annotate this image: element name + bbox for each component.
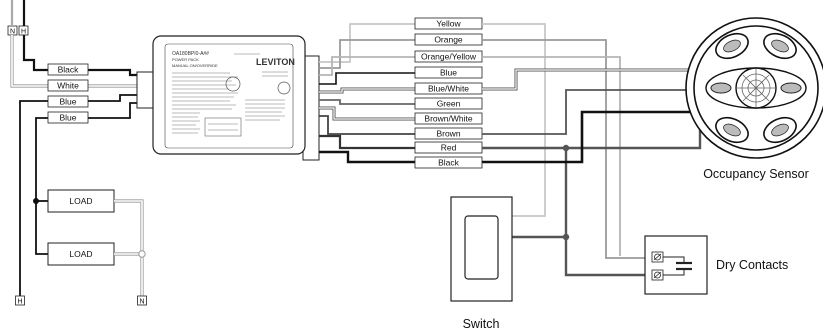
sensor-ovals: [715, 32, 797, 144]
right-wire-labels: Yellow Orange Orange/Yellow Blue Blue/Wh…: [414, 17, 483, 169]
wire-blue-white-to-sensor-outline: [482, 68, 700, 91]
device-wiring: [482, 23, 702, 277]
wire-label-orange: Orange: [434, 35, 463, 45]
wire-label-green: Green: [437, 99, 461, 109]
power-pack-text-line1: OA180BPI0-A##: [172, 51, 209, 57]
junction-dot-switch: [562, 233, 570, 241]
power-pack-left-collar: [136, 71, 156, 109]
terminal-box-hot-bottom: [15, 295, 25, 306]
power-pack-wiring-inset: [204, 117, 242, 137]
wire-label-box-green: [414, 97, 483, 110]
wire-blue-white: [319, 88, 415, 93]
dry-contacts-box: [644, 235, 708, 295]
power-pack-fine-print: [172, 53, 288, 134]
power-pack-text-line2: POWER PACK: [172, 57, 199, 62]
wire-load-neutral-2: [114, 253, 143, 296]
load-label-2: LOAD: [69, 249, 92, 259]
wire-gray-to-sensor: [482, 89, 700, 135]
wire-label-box-blue-1: [47, 95, 89, 108]
wire-blue-left-2: [35, 102, 153, 201]
wire-label-orange-yellow: Orange/Yellow: [421, 52, 477, 62]
certification-mark-1: [225, 76, 241, 92]
wire-label-white: White: [57, 81, 79, 91]
occupancy-sensor: Occupancy Sensor: [685, 17, 823, 181]
wire-brown: [319, 115, 415, 135]
wire-label-black: Black: [58, 65, 80, 75]
wire-red-to-contact: [564, 148, 652, 277]
wire-white-left: [11, 35, 153, 87]
dry-contacts-label: Dry Contacts: [716, 258, 788, 272]
wire-load-neutral-1-outline: [114, 199, 144, 254]
wire-label-black-right: Black: [438, 158, 460, 168]
dry-contact-lead-2: [663, 270, 685, 276]
wire-red: [319, 134, 415, 150]
switch-label: Switch: [463, 317, 500, 331]
wire-green: [319, 99, 415, 105]
load-label-1: LOAD: [69, 196, 92, 206]
wire-orange: [319, 39, 415, 69]
wire-label-box-brown-white: [414, 112, 483, 125]
wire-label-red: Red: [441, 143, 457, 153]
wire-orange-yellow-to-contact: [482, 56, 621, 256]
wire-yellow-to-switch: [482, 23, 546, 217]
sensor-pad-left: [710, 82, 732, 94]
wire-load-neutral-1: [114, 200, 143, 254]
wire-label-brown-white: Brown/White: [424, 114, 472, 124]
wire-red-to-sensor: [482, 100, 702, 150]
supply-terminals-bottom: H N: [15, 295, 147, 306]
terminal-label-hot-bottom: H: [17, 299, 22, 306]
wire-yellow: [319, 23, 415, 63]
wire-label-blue-white: Blue/White: [428, 84, 469, 94]
wire-blue-right: [319, 72, 415, 85]
wire-load2-feed: [35, 201, 48, 255]
occupancy-sensor-label: Occupancy Sensor: [703, 167, 809, 181]
wire-label-box-black: [47, 63, 89, 76]
terminal-label-neutral-bottom: N: [139, 299, 144, 306]
wall-switch: Switch: [450, 196, 513, 331]
wire-blue-white-to-sensor: [482, 69, 700, 90]
loads: LOAD LOAD: [33, 189, 146, 296]
wire-label-box-white: [47, 79, 89, 92]
power-pack-text-line3: MANUAL ON/OVERRIDE: [172, 63, 218, 68]
certification-mark-2: [277, 81, 291, 95]
wire-label-brown: Brown: [436, 129, 460, 139]
switch-rocker: [464, 215, 499, 280]
wire-orange-yellow: [319, 56, 415, 76]
wire-label-box-blue-right: [414, 66, 483, 79]
wire-label-blue-2: Blue: [59, 113, 76, 123]
terminal-label-hot-top: H: [21, 29, 26, 36]
wire-label-box-blue-2: [47, 111, 89, 124]
dry-contacts: Dry Contacts: [644, 235, 788, 295]
junction-dot-red: [562, 144, 570, 152]
wire-label-blue-1: Blue: [59, 97, 76, 107]
left-wire-labels: Black White Blue Blue: [47, 63, 89, 124]
wire-black-to-sensor: [482, 110, 700, 164]
terminal-label-neutral-top: N: [10, 29, 15, 36]
wire-brown-white: [319, 107, 415, 120]
power-pack-brand: LEVITON: [256, 57, 295, 67]
sensor-lens-pattern: [737, 69, 775, 107]
dry-contact-lead-1: [663, 256, 685, 262]
sensor-pad-right: [780, 82, 802, 94]
terminal-box-neutral-bottom: [137, 295, 147, 306]
wire-load-neutral-2-outline: [114, 252, 144, 296]
wire-label-yellow: Yellow: [436, 19, 461, 29]
junction-dot-neutral: [138, 250, 146, 258]
right-wiring: [319, 23, 415, 164]
power-pack-label-area: [164, 43, 294, 149]
power-pack: OA180BPI0-A## POWER PACK MANUAL ON/OVERR…: [136, 35, 320, 161]
wire-label-blue-right: Blue: [440, 68, 457, 78]
wire-black-left: [22, 35, 153, 77]
wire-black-right: [319, 150, 415, 164]
supply-terminals-top: N H: [7, 0, 29, 36]
